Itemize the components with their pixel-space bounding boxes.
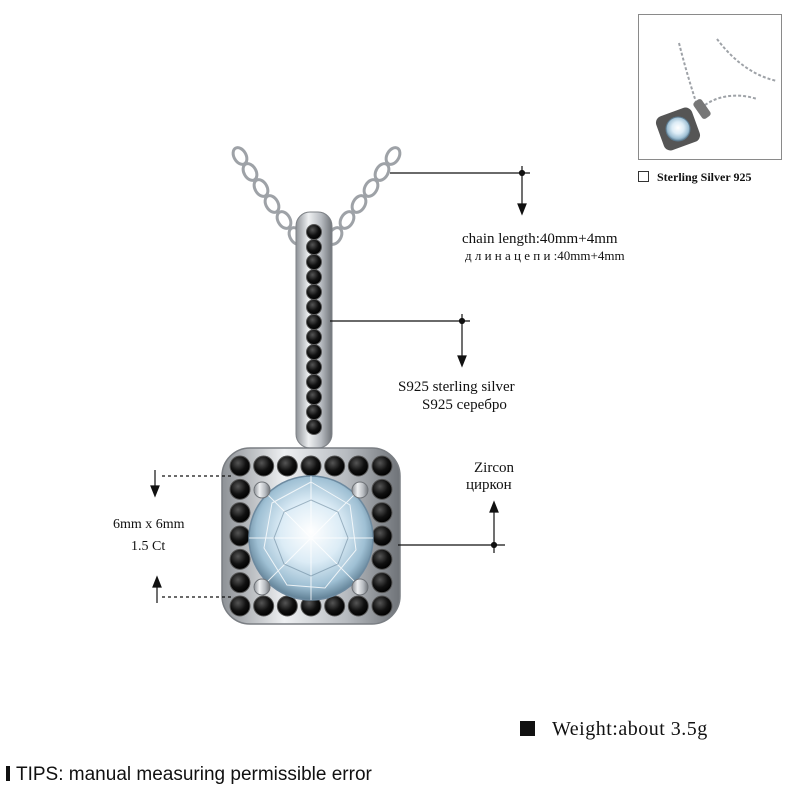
pendant-halo bbox=[221, 447, 401, 625]
black-stone bbox=[229, 478, 251, 500]
black-stone bbox=[324, 455, 346, 477]
black-stone bbox=[371, 548, 393, 570]
black-stone bbox=[306, 269, 322, 285]
black-stone bbox=[306, 224, 322, 240]
carat-label: 1.5 Ct bbox=[131, 539, 166, 554]
black-stone bbox=[306, 419, 322, 435]
black-stone bbox=[371, 502, 393, 524]
black-stone bbox=[306, 284, 322, 300]
chain-left bbox=[231, 146, 305, 246]
thumbnail-caption: Sterling Silver 925 bbox=[657, 170, 752, 184]
pendant-bail bbox=[295, 211, 333, 449]
annotation-lines bbox=[150, 166, 530, 603]
black-stone bbox=[371, 595, 393, 617]
black-stone bbox=[253, 595, 275, 617]
chain-right bbox=[326, 146, 402, 246]
black-stone bbox=[229, 455, 251, 477]
tips-text: TIPS: manual measuring permissible error bbox=[16, 764, 372, 785]
stone-label-ru: циркон bbox=[466, 477, 512, 493]
chain-length-label-ru: д л и н а ц е п и :40mm+4mm bbox=[465, 248, 625, 263]
black-stone bbox=[306, 389, 322, 405]
black-stone bbox=[253, 455, 275, 477]
stone-label: Zircon bbox=[474, 460, 514, 476]
black-stone bbox=[229, 548, 251, 570]
black-stone bbox=[306, 374, 322, 390]
black-stone bbox=[276, 455, 298, 477]
black-stone bbox=[229, 595, 251, 617]
thumbnail-pendant bbox=[655, 38, 778, 151]
weight-text: Weight:about 3.5g bbox=[552, 718, 708, 740]
weight-info: Weight:about 3.5g bbox=[520, 718, 708, 741]
black-stone bbox=[306, 314, 322, 330]
black-stone bbox=[371, 478, 393, 500]
thumbnail-image[interactable] bbox=[638, 14, 782, 160]
black-stone bbox=[306, 329, 322, 345]
material-label-ru: S925 серебро bbox=[422, 397, 507, 413]
black-stone bbox=[371, 455, 393, 477]
black-stone bbox=[324, 595, 346, 617]
black-stone bbox=[306, 359, 322, 375]
black-stone bbox=[229, 525, 251, 547]
tips-note: TIPS: manual measuring permissible error bbox=[6, 764, 372, 786]
black-stone bbox=[306, 239, 322, 255]
black-stone bbox=[371, 525, 393, 547]
black-stone bbox=[347, 595, 369, 617]
black-stone bbox=[371, 572, 393, 594]
black-stone bbox=[306, 344, 322, 360]
thumbnail-option[interactable]: Sterling Silver 925 bbox=[638, 170, 751, 185]
black-stone bbox=[276, 595, 298, 617]
black-stone bbox=[306, 299, 322, 315]
black-stone bbox=[300, 455, 322, 477]
checkbox-icon[interactable] bbox=[638, 171, 649, 182]
bar-bullet-icon bbox=[6, 766, 10, 781]
black-stone bbox=[347, 455, 369, 477]
black-stone bbox=[306, 404, 322, 420]
black-stone bbox=[229, 502, 251, 524]
square-bullet-icon bbox=[520, 721, 535, 736]
chain-length-label: chain length:40mm+4mm bbox=[462, 231, 618, 247]
black-stone bbox=[229, 572, 251, 594]
size-label: 6mm x 6mm bbox=[113, 517, 185, 532]
material-label: S925 sterling silver bbox=[398, 379, 515, 395]
black-stone bbox=[306, 254, 322, 270]
